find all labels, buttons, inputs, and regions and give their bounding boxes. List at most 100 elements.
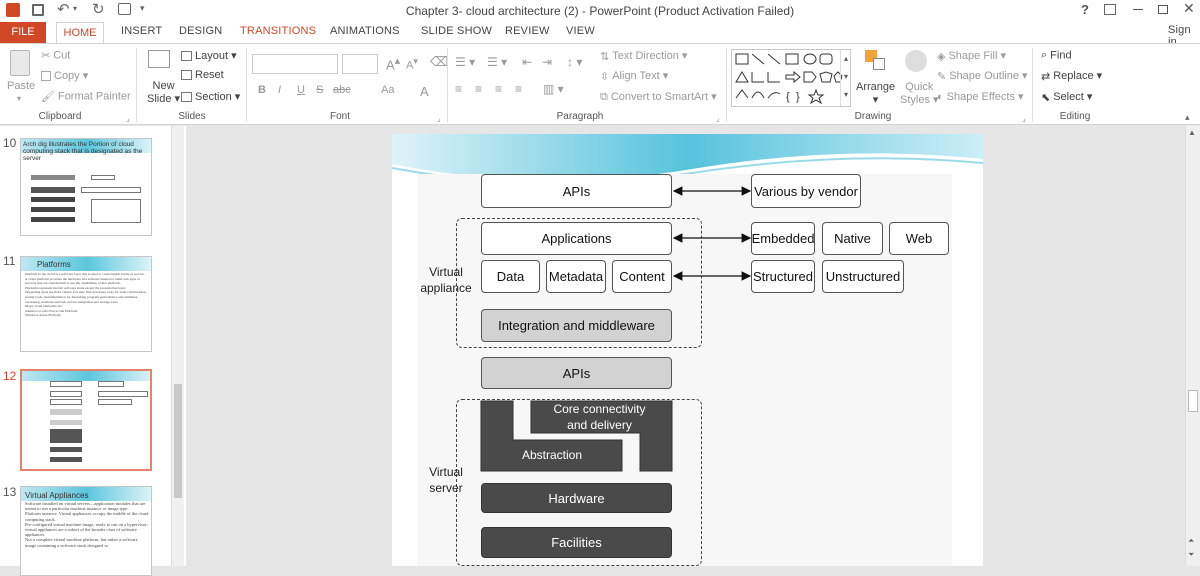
native-box[interactable]: Native [822, 222, 883, 255]
next-slide-icon[interactable]: ⏷ [1188, 550, 1195, 559]
grow-font-icon[interactable]: A▴ [386, 55, 401, 73]
save-icon[interactable] [32, 4, 44, 16]
slide-thumbnail-10[interactable]: Arch dig illustrates the Portion of clou… [20, 138, 152, 236]
editor-scroll-thumb[interactable] [1188, 390, 1198, 412]
shape-effects-button[interactable]: ◐Shape Effects ▾ [937, 91, 1024, 104]
content-box[interactable]: Content [612, 260, 672, 293]
decrease-indent-icon[interactable]: ⇤ [522, 55, 533, 69]
justify-icon[interactable]: ≡ [515, 82, 523, 96]
slide-thumbnail-11[interactable]: Platforms Platform in the cloud is a sof… [20, 256, 152, 352]
paste-icon[interactable] [10, 50, 30, 76]
clipboard-launcher-icon[interactable]: ⌟ [126, 114, 130, 123]
format-painter-button[interactable]: 🖌Format Painter [41, 90, 131, 103]
tab-transitions[interactable]: TRANSITIONS [240, 25, 317, 37]
find-button[interactable]: ⌕Find [1041, 49, 1072, 62]
data-box[interactable]: Data [481, 260, 540, 293]
change-case-button[interactable]: Aa [381, 84, 395, 96]
customize-qat-icon[interactable]: ▾ [140, 3, 145, 13]
web-box[interactable]: Web [889, 222, 949, 255]
align-text-button[interactable]: ⇳Align Text ▾ [600, 70, 669, 83]
char-spacing-button[interactable]: abc [333, 84, 351, 96]
bold-button[interactable]: B [258, 84, 266, 96]
various-by-vendor-box[interactable]: Various by vendor [751, 174, 861, 208]
embedded-box[interactable]: Embedded [751, 222, 815, 255]
tab-home[interactable]: HOME [56, 22, 104, 44]
slide-thumbnail-12[interactable] [20, 369, 152, 471]
shape-outline-button[interactable]: ✎Shape Outline ▾ [937, 70, 1028, 83]
quick-styles-icon[interactable] [905, 50, 927, 72]
arrange-icon[interactable] [865, 50, 887, 72]
tab-animations[interactable]: ANIMATIONS [330, 25, 400, 37]
font-launcher-icon[interactable]: ⌟ [437, 114, 441, 123]
collapse-ribbon-icon[interactable]: ▴ [1185, 112, 1190, 122]
text-direction-button[interactable]: ⇅Text Direction ▾ [600, 50, 688, 63]
cut-button[interactable]: ✂Cut [41, 49, 70, 62]
tab-view[interactable]: VIEW [566, 25, 595, 37]
facilities-box[interactable]: Facilities [481, 527, 672, 558]
copy-button[interactable]: Copy ▾ [41, 69, 88, 82]
undo-dropdown-icon[interactable]: ▾ [73, 4, 78, 13]
new-slide-icon[interactable] [148, 50, 170, 68]
tab-slide-show[interactable]: SLIDE SHOW [421, 25, 493, 37]
convert-smartart-button[interactable]: ⧉Convert to SmartArt ▾ [600, 90, 717, 103]
layout-button[interactable]: Layout ▾ [181, 49, 237, 62]
scroll-up-icon[interactable]: ▲ [1188, 128, 1196, 137]
tab-file[interactable]: FILE [0, 22, 46, 43]
bullets-icon[interactable]: ☰ ▾ [455, 55, 476, 69]
metadata-box[interactable]: Metadata [546, 260, 606, 293]
numbering-icon[interactable]: ☰ ▾ [487, 55, 508, 69]
italic-button[interactable]: I [278, 84, 282, 96]
section-button[interactable]: Section ▾ [181, 90, 240, 103]
tab-insert[interactable]: INSERT [121, 25, 163, 37]
editor-scrollbar[interactable]: ▲ ⏶ ⏷ [1185, 126, 1200, 566]
structured-box[interactable]: Structured [751, 260, 815, 293]
align-right-icon[interactable]: ≡ [495, 82, 503, 96]
previous-slide-icon[interactable]: ⏶ [1188, 536, 1195, 545]
shrink-font-icon[interactable]: A▾ [406, 56, 418, 72]
shape-fill-button[interactable]: ◈Shape Fill ▾ [937, 50, 1006, 63]
tab-review[interactable]: REVIEW [505, 25, 550, 37]
shapes-gallery[interactable]: {} [731, 49, 851, 107]
underline-button[interactable]: U [297, 84, 305, 96]
select-button[interactable]: ⬉Select ▾ [1041, 91, 1093, 104]
tab-design[interactable]: DESIGN [179, 25, 223, 37]
integration-middleware-box[interactable]: Integration and middleware [481, 309, 672, 342]
minimize-button[interactable] [1133, 9, 1143, 10]
slide-thumbnail-13[interactable]: Virtual Appliances Software installed on… [20, 486, 152, 576]
strikethrough-button[interactable]: S [316, 84, 324, 96]
thumbnail-scroll-thumb[interactable] [174, 384, 182, 498]
font-size-combo[interactable] [342, 54, 378, 74]
applications-box[interactable]: Applications [481, 222, 672, 255]
line-spacing-icon[interactable]: ↕ ▾ [567, 55, 583, 69]
thumbnail-scrollbar[interactable] [171, 126, 184, 566]
restore-button[interactable] [1158, 5, 1168, 14]
paste-button[interactable]: Paste [7, 80, 36, 92]
arrange-button[interactable]: Arrange▾ [856, 81, 896, 106]
sign-in-link[interactable]: Sign in [1168, 24, 1191, 48]
apis-middle-box[interactable]: APIs [481, 357, 672, 389]
help-button[interactable]: ? [1081, 2, 1089, 17]
align-left-icon[interactable]: ≡ [455, 82, 463, 96]
close-button[interactable]: ✕ [1183, 0, 1195, 16]
shapes-more-icon[interactable]: ▴▾▾ [840, 50, 851, 106]
abstraction-label[interactable]: Abstraction [521, 448, 583, 462]
slide-canvas[interactable]: APIs Various by vendor Applications Embe… [392, 134, 983, 566]
unstructured-box[interactable]: Unstructured [822, 260, 904, 293]
font-name-combo[interactable] [252, 54, 338, 74]
apis-top-box[interactable]: APIs [481, 174, 672, 208]
reset-button[interactable]: Reset [181, 69, 224, 81]
ribbon-display-options-icon[interactable] [1104, 4, 1116, 15]
paragraph-launcher-icon[interactable]: ⌟ [716, 114, 720, 123]
hardware-box[interactable]: Hardware [481, 483, 672, 513]
replace-button[interactable]: ⇄Replace ▾ [1041, 70, 1103, 83]
redo-icon[interactable]: ↻ [92, 1, 105, 18]
font-color-button[interactable]: A [420, 84, 429, 99]
paste-dropdown-icon[interactable]: ▾ [17, 94, 22, 103]
increase-indent-icon[interactable]: ⇥ [542, 55, 553, 69]
clear-formatting-icon[interactable]: ⌫ [430, 54, 449, 69]
align-center-icon[interactable]: ≡ [475, 82, 483, 96]
start-from-beginning-icon[interactable] [118, 3, 131, 15]
drawing-launcher-icon[interactable]: ⌟ [1022, 114, 1026, 123]
